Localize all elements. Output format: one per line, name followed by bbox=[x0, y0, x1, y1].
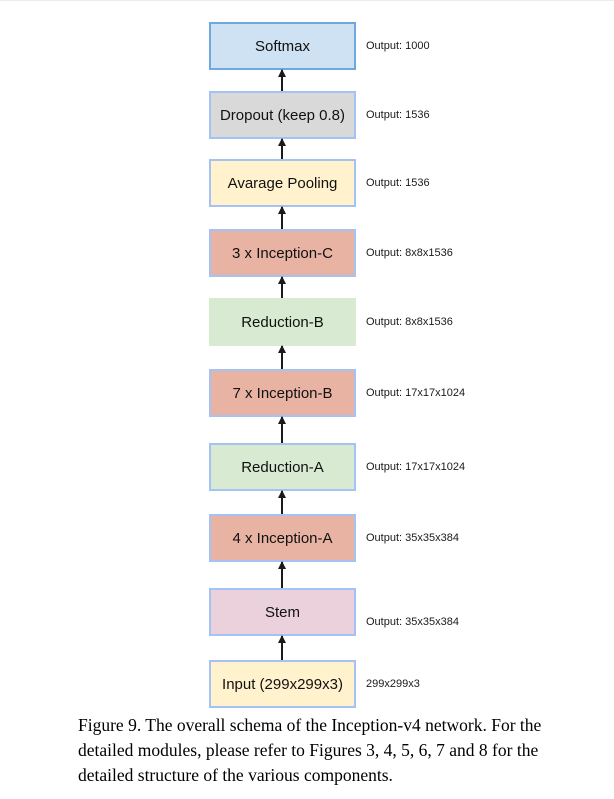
node-inception-b: 7 x Inception-B bbox=[209, 369, 356, 417]
node-inception-a: 4 x Inception-A bbox=[209, 514, 356, 562]
output-annotation: Output: 1536 bbox=[366, 109, 430, 121]
node-label: Avarage Pooling bbox=[227, 174, 338, 192]
caption-line: Figure 9. The overall schema of the Ince… bbox=[78, 715, 542, 735]
output-annotation: Output: 17x17x1024 bbox=[366, 461, 466, 473]
node-input: Input (299x299x3) bbox=[209, 660, 356, 708]
arrow-up-icon bbox=[278, 490, 286, 514]
output-annotation: Output: 8x8x1536 bbox=[366, 316, 453, 328]
node-label: 7 x Inception-B bbox=[232, 384, 333, 402]
node-label: Reduction-B bbox=[241, 313, 324, 331]
arrow-up-icon bbox=[278, 635, 286, 660]
output-annotation: Output: 1000 bbox=[366, 40, 430, 52]
node-label: 4 x Inception-A bbox=[232, 529, 333, 547]
node-stem: Stem bbox=[209, 588, 356, 636]
output-annotation: Output: 1536 bbox=[366, 177, 430, 189]
arrow-up-icon bbox=[278, 345, 286, 369]
figure-caption: Figure 9. The overall schema of the Ince… bbox=[78, 713, 548, 788]
output-annotation: Output: 8x8x1536 bbox=[366, 247, 453, 259]
node-reduction-a: Reduction-A bbox=[209, 443, 356, 491]
node-label: Input (299x299x3) bbox=[222, 675, 343, 693]
arrow-up-icon bbox=[278, 206, 286, 229]
inception-v4-schema-diagram: Softmax Output: 1000 Dropout (keep 0.8) … bbox=[0, 1, 614, 715]
output-annotation: Output: 35x35x384 bbox=[366, 532, 459, 544]
output-annotation: Output: 35x35x384 bbox=[366, 616, 459, 628]
node-dropout: Dropout (keep 0.8) bbox=[209, 91, 356, 139]
node-label: Dropout (keep 0.8) bbox=[219, 106, 346, 124]
arrow-up-icon bbox=[278, 138, 286, 159]
node-label: Stem bbox=[264, 603, 300, 621]
node-inception-c: 3 x Inception-C bbox=[209, 229, 356, 277]
node-reduction-b: Reduction-B bbox=[209, 298, 356, 346]
arrow-up-icon bbox=[278, 276, 286, 298]
output-annotation: Output: 17x17x1024 bbox=[366, 387, 466, 399]
output-annotation: 299x299x3 bbox=[366, 678, 420, 690]
node-label: 3 x Inception-C bbox=[232, 244, 333, 262]
caption-line: detailed structure of the various compon… bbox=[78, 765, 393, 785]
node-label: Softmax bbox=[254, 37, 311, 55]
arrow-up-icon bbox=[278, 416, 286, 443]
node-average-pooling: Avarage Pooling bbox=[209, 159, 356, 207]
node-softmax: Softmax bbox=[209, 22, 356, 70]
caption-line: detailed modules, please refer to Figure… bbox=[78, 740, 539, 760]
arrow-up-icon bbox=[278, 561, 286, 588]
arrow-up-icon bbox=[278, 69, 286, 91]
node-label: Reduction-A bbox=[241, 458, 324, 476]
